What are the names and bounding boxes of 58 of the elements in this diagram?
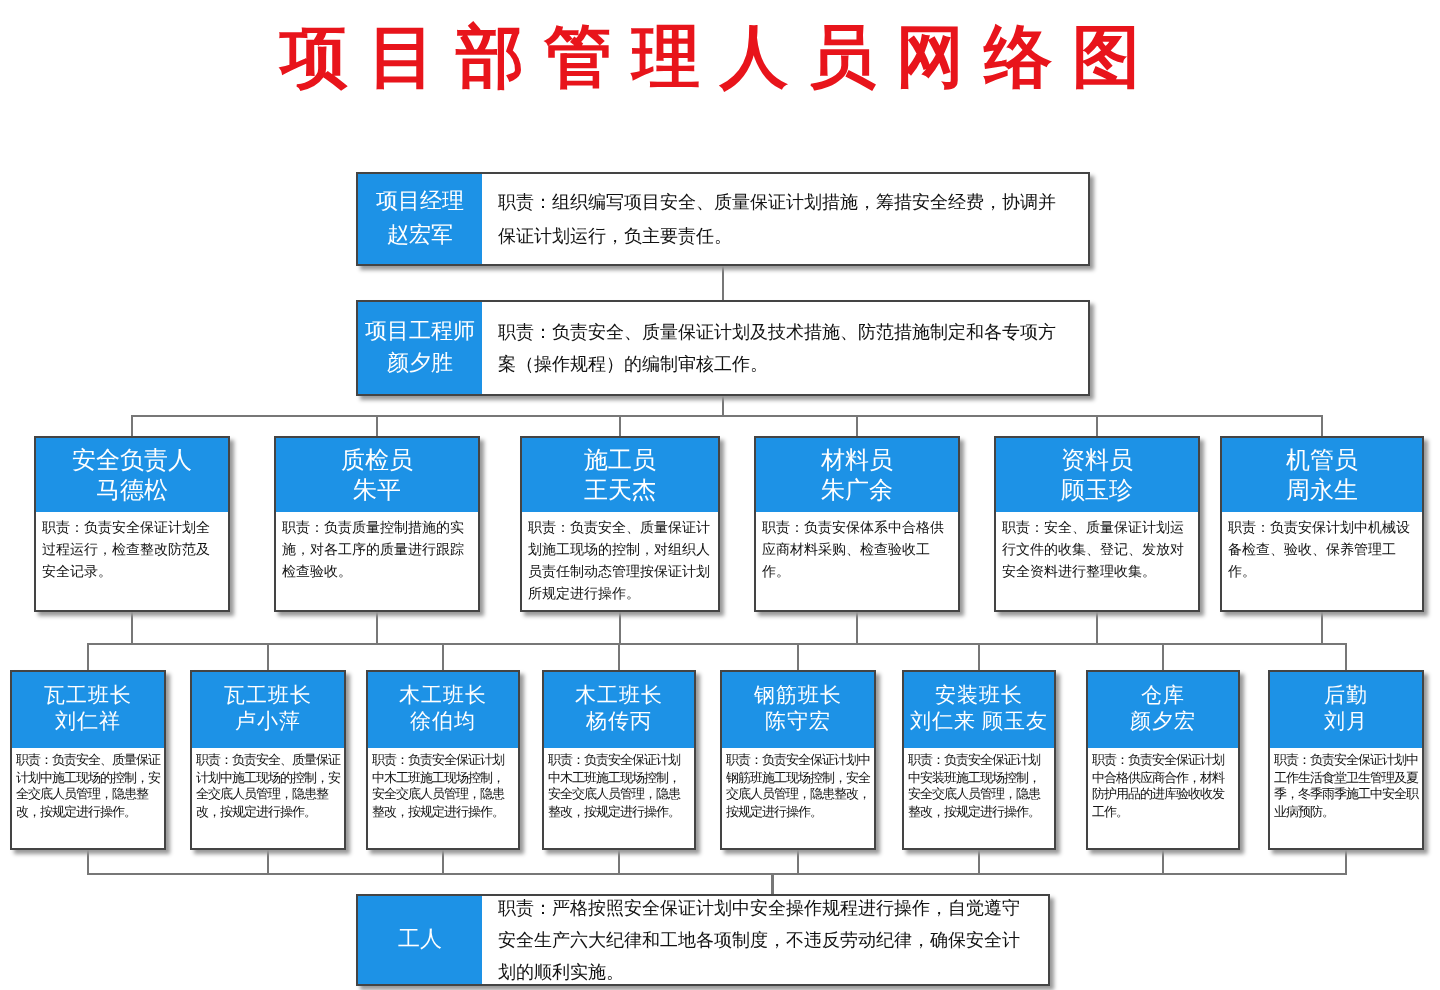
role-title: 质检员 — [341, 446, 413, 475]
role-title: 瓦工班长 — [224, 684, 312, 710]
person-name: 颜夕宏 — [1130, 710, 1196, 736]
role-title: 安全负责人 — [72, 446, 192, 475]
role-title: 工人 — [398, 925, 442, 956]
duty-text: 职责：严格按照安全保证计划中安全操作规程进行操作，自觉遵守安全生产六大纪律和工地各项制度，不违反劳动纪律，确保安全计划的顺利实施。 — [496, 896, 1022, 984]
person-name: 朱平 — [353, 475, 401, 504]
connector-line — [771, 849, 1347, 895]
role-title: 后勤 — [1324, 684, 1368, 710]
duty-text: 职责：负责安全、质量保证计划及技术措施、防范措施制定和各专项方案（操作规程）的编制审核工作。 — [496, 319, 1058, 378]
role-title: 瓦工班长 — [44, 684, 132, 710]
person-name: 陈守宏 — [765, 710, 831, 736]
title: 项目部管理人员网络图 — [277, 18, 1162, 100]
person-name: 颜夕胜 — [387, 349, 453, 380]
role-card — [520, 436, 720, 612]
role-title: 项目经理 — [376, 188, 464, 218]
role-card — [10, 670, 166, 850]
role-card — [542, 670, 696, 850]
role-title: 资料员 — [1061, 446, 1133, 475]
role-card — [902, 670, 1056, 850]
role-card — [1086, 670, 1240, 850]
role-card — [356, 300, 1090, 396]
role-card — [274, 436, 480, 612]
role-card — [190, 670, 346, 850]
person-name: 王天杰 — [584, 475, 656, 504]
role-title: 木工班长 — [575, 684, 663, 710]
connector-line — [722, 395, 1323, 437]
role-title: 木工班长 — [399, 684, 487, 710]
role-card — [1220, 436, 1424, 612]
role-card — [754, 436, 960, 612]
role-title: 钢筋班长 — [754, 684, 842, 710]
person-name: 马德松 — [96, 475, 168, 504]
person-name: 顾玉珍 — [1061, 475, 1133, 504]
person-name: 赵宏军 — [387, 221, 453, 251]
role-title: 仓库 — [1141, 684, 1185, 710]
role-title: 机管员 — [1286, 446, 1358, 475]
role-title: 项目工程师 — [365, 317, 475, 347]
role-title: 施工员 — [584, 446, 656, 475]
person-name: 卢小萍 — [235, 710, 301, 736]
role-card — [356, 172, 1090, 266]
person-name: 刘仁来 顾玉友 — [910, 710, 1048, 736]
role-card — [34, 436, 230, 612]
role-title: 材料员 — [821, 446, 893, 475]
person-name: 刘月 — [1324, 710, 1368, 736]
person-name: 刘仁祥 — [55, 710, 121, 736]
person-name: 徐伯均 — [410, 710, 476, 736]
role-card — [366, 670, 520, 850]
connector-line — [1321, 611, 1347, 671]
person-name: 周永生 — [1286, 475, 1358, 504]
person-name: 杨传丙 — [586, 710, 652, 736]
person-name: 朱广余 — [821, 475, 893, 504]
role-card — [356, 894, 1050, 986]
duty-text: 职责：组织编写项目安全、质量保证计划措施，筹措安全经费，协调并保证计划运行，负主要责任。 — [496, 190, 1058, 249]
role-card — [720, 670, 876, 850]
role-card — [994, 436, 1200, 612]
role-card — [1268, 670, 1424, 850]
role-title: 安装班长 — [935, 684, 1023, 710]
connector-line — [722, 265, 724, 301]
